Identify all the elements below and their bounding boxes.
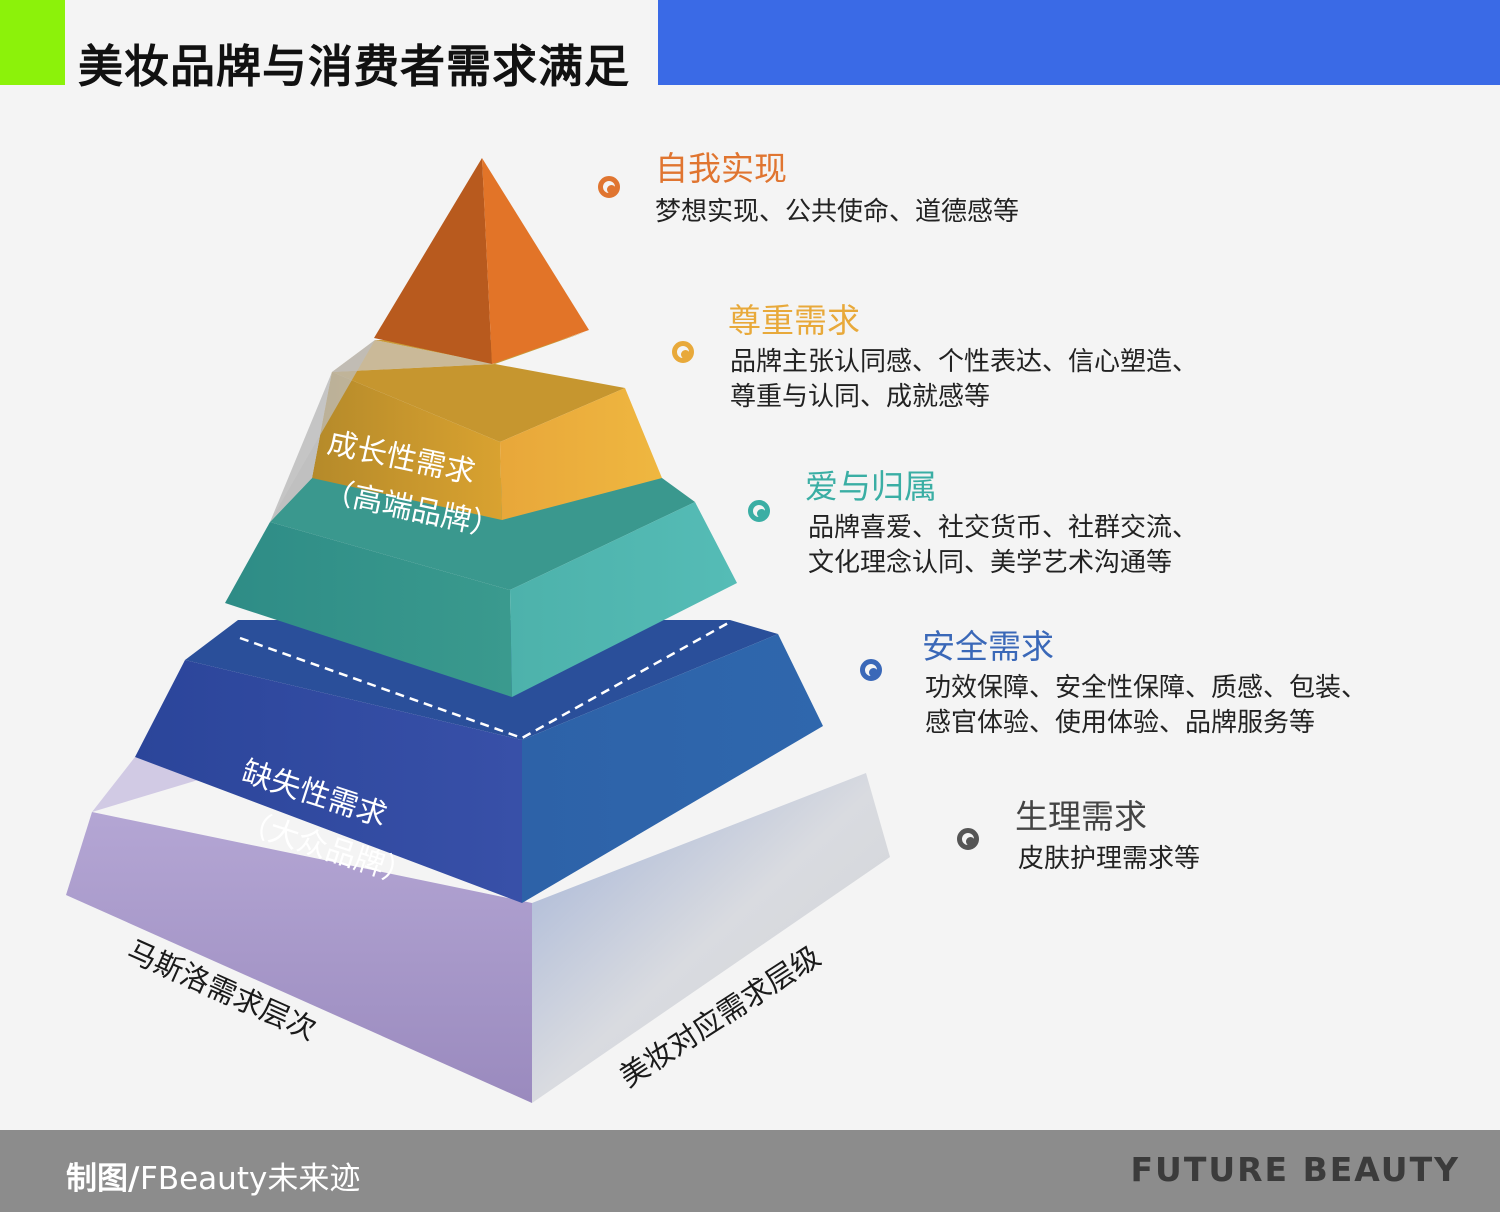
pyramid-ghost-facet	[270, 340, 375, 522]
level-2-line-1: 品牌主张认同感、个性表达、信心塑造、	[730, 347, 1199, 377]
level-1-line-1: 梦想实现、公共使命、道德感等	[655, 197, 1020, 227]
level-2-line-2: 尊重与认同、成就感等	[730, 382, 991, 412]
level-3-description: 品牌喜爱、社交货币、社群交流、 文化理念认同、美学艺术沟通等	[808, 511, 1198, 581]
level-2-title: 尊重需求	[728, 301, 860, 340]
level-5-title: 生理需求	[1015, 797, 1147, 836]
brand-logo-text: FUTURE BEAUTY	[1130, 1150, 1460, 1189]
level-4-description: 功效保障、安全性保障、质感、包装、 感官体验、使用体验、品牌服务等	[925, 671, 1367, 741]
footer-bar	[0, 1130, 1500, 1212]
pyramid-apex	[374, 158, 589, 364]
header-accent-blue	[658, 0, 1500, 85]
level-1-bullet-icon	[598, 176, 620, 198]
level-4-line-1: 功效保障、安全性保障、质感、包装、	[925, 673, 1368, 703]
level-5-line-1: 皮肤护理需求等	[1018, 844, 1201, 874]
credit-source: FBeauty未来迹	[140, 1161, 361, 1197]
pyramid-tier-teal	[225, 478, 737, 697]
level-5-bullet-icon	[957, 828, 979, 850]
level-3-title: 爱与归属	[805, 467, 937, 506]
credit-label: 制图/	[66, 1161, 140, 1197]
level-4-title: 安全需求	[922, 627, 1054, 666]
pyramid-tier-yellow	[270, 332, 662, 522]
level-5-description: 皮肤护理需求等	[1018, 842, 1200, 877]
level-2-description: 品牌主张认同感、个性表达、信心塑造、 尊重与认同、成就感等	[730, 345, 1198, 415]
level-3-bullet-icon	[748, 500, 770, 522]
level-4-line-2: 感官体验、使用体验、品牌服务等	[925, 708, 1316, 738]
level-4-bullet-icon	[860, 659, 882, 681]
level-3-line-2: 文化理念认同、美学艺术沟通等	[808, 548, 1173, 578]
header-accent-green	[0, 0, 65, 85]
pyramid-diagram: 成长性需求 （高端品牌） 缺失性需求 （大众品牌） 马斯洛需求层次 美妆对应需求…	[66, 158, 890, 1103]
level-1-description: 梦想实现、公共使命、道德感等	[655, 195, 1019, 230]
page-title: 美妆品牌与消费者需求满足	[78, 40, 631, 93]
level-2-bullet-icon	[672, 341, 694, 363]
level-3-line-1: 品牌喜爱、社交货币、社群交流、	[808, 513, 1199, 543]
level-1-title: 自我实现	[655, 149, 787, 188]
